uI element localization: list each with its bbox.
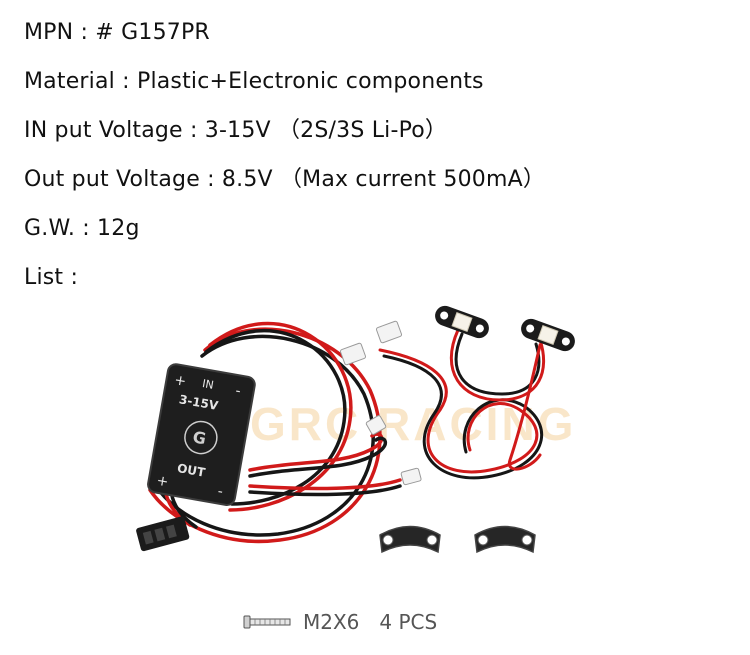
control-module: + IN - 3-15V G OUT + -	[147, 363, 256, 506]
spec-list: MPN : # G157PR Material : Plastic+Electr…	[24, 14, 545, 308]
screw-size: M2X6	[303, 610, 360, 634]
screw-accessory: M2X6 4 PCS	[243, 610, 437, 634]
screw-count: 4 PCS	[379, 610, 438, 634]
module-plus-top: +	[173, 372, 187, 390]
led-bracket-left	[379, 525, 441, 554]
servo-connector	[136, 516, 190, 552]
spec-list-label: List :	[24, 265, 79, 290]
module-plus-bottom: +	[155, 473, 169, 491]
module-minus-bottom: -	[216, 483, 224, 500]
screw-icon	[243, 615, 291, 629]
module-input-label: 3-15V	[178, 392, 220, 413]
product-photo: GRC RACING	[136, 305, 576, 554]
watermark: GRC RACING	[250, 398, 576, 450]
jst-connectors-top	[339, 320, 403, 366]
jst-connectors-middle	[365, 415, 422, 486]
spec-input-voltage: IN put Voltage : 3-15V （2S/3S Li-Po）	[24, 118, 448, 143]
led-wires	[378, 328, 546, 480]
spec-weight: G.W. : 12g	[24, 216, 140, 241]
led-board-right	[521, 318, 575, 352]
spec-material: Material : Plastic+Electronic components	[24, 69, 484, 94]
spec-mpn: MPN : # G157PR	[24, 20, 210, 45]
module-logo-icon: G	[191, 427, 207, 448]
spec-output-voltage: Out put Voltage : 8.5V （Max current 500m…	[24, 167, 546, 192]
module-in-label: IN	[201, 377, 215, 392]
led-board-left	[435, 305, 489, 339]
module-minus-top: -	[234, 383, 242, 400]
module-output-label: OUT	[176, 461, 207, 480]
led-bracket-right	[474, 525, 536, 554]
